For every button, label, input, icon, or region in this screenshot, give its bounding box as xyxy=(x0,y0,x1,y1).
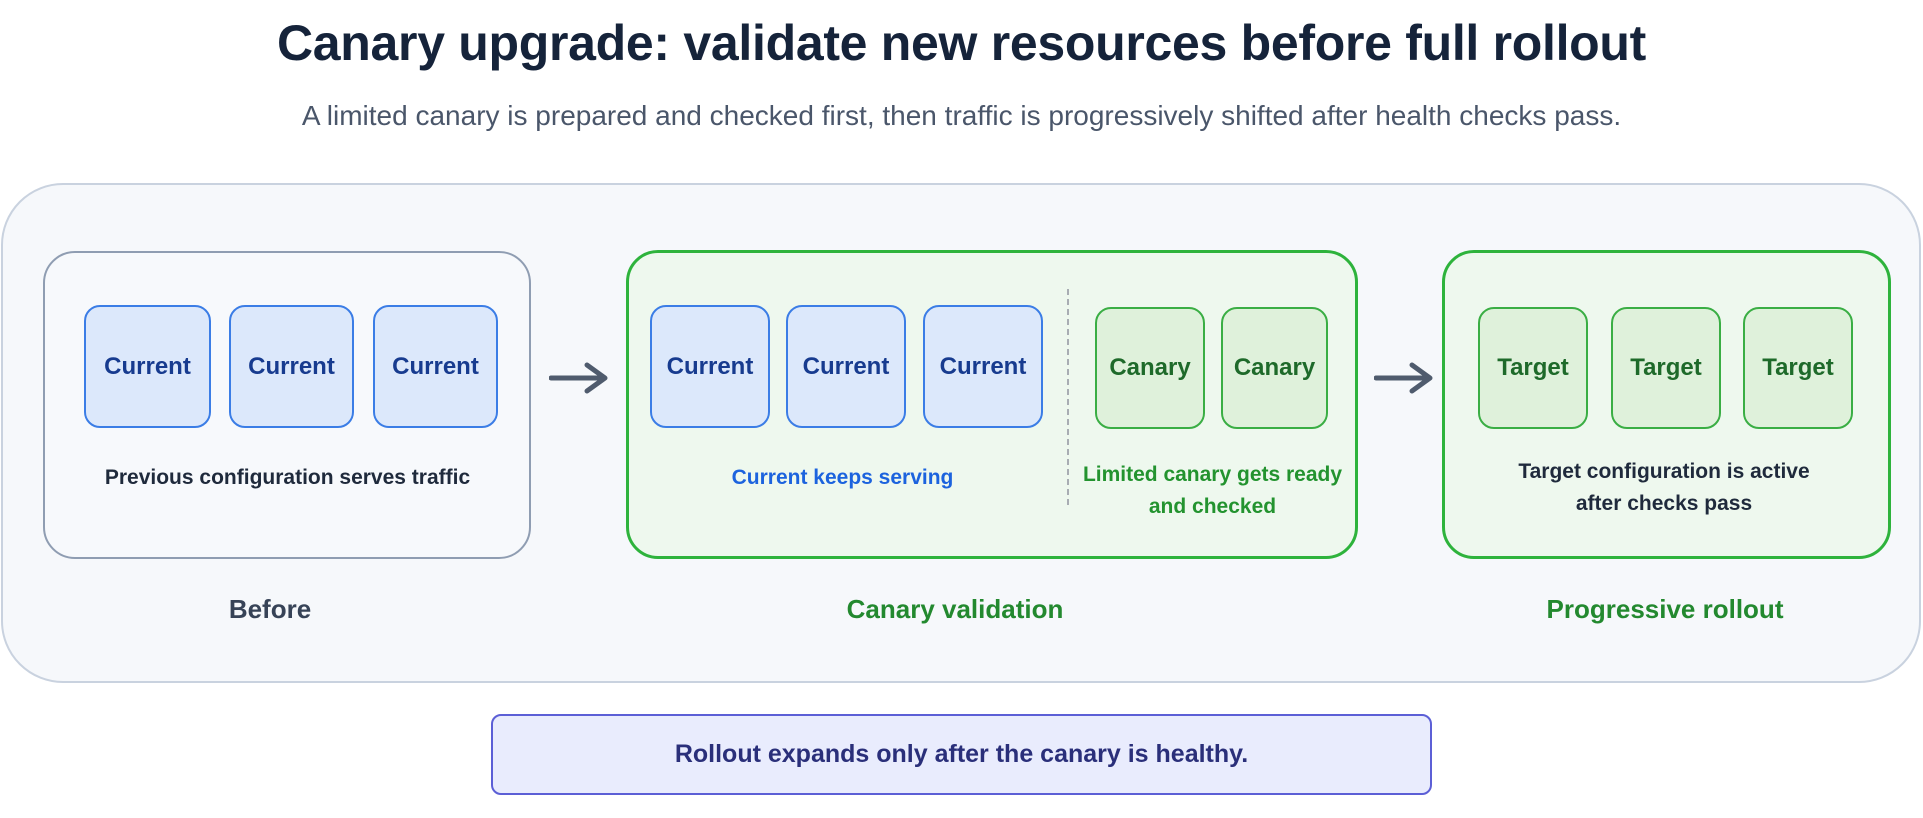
current-node: Current xyxy=(650,305,770,428)
current-node: Current xyxy=(373,305,498,428)
before-caption: Previous configuration serves traffic xyxy=(104,466,471,489)
stage-label-canary: Canary validation xyxy=(846,594,1064,624)
diagram-subtitle: A limited canary is prepared and checked… xyxy=(301,100,1622,131)
canary-caption-line2: and checked xyxy=(1148,495,1277,518)
stage-label-before: Before xyxy=(228,594,312,624)
target-caption-line1: Target configuration is active xyxy=(1518,460,1810,483)
diagram-title: Canary upgrade: validate new resources b… xyxy=(276,15,1647,71)
canary-node: Canary xyxy=(1221,307,1328,429)
target-node: Target xyxy=(1611,307,1721,429)
current-node: Current xyxy=(923,305,1043,428)
current-node: Current xyxy=(84,305,211,428)
right-arrow-icon xyxy=(1374,362,1433,394)
canary-caption-line1: Limited canary gets ready xyxy=(1082,463,1343,486)
target-caption: Target configuration is active after che… xyxy=(1480,456,1848,520)
target-node: Target xyxy=(1743,307,1853,429)
target-caption-line2: after checks pass xyxy=(1575,492,1753,515)
current-node: Current xyxy=(229,305,354,428)
right-arrow-icon xyxy=(549,362,608,394)
canary-node: Canary xyxy=(1095,307,1205,429)
target-node: Target xyxy=(1478,307,1588,429)
canary-divider xyxy=(1067,289,1069,505)
canary-caption: Limited canary gets ready and checked xyxy=(1075,459,1350,523)
rollout-note: Rollout expands only after the canary is… xyxy=(491,714,1432,795)
current-caption: Current keeps serving xyxy=(731,466,954,489)
current-node: Current xyxy=(786,305,906,428)
stage-label-rollout: Progressive rollout xyxy=(1546,594,1784,624)
